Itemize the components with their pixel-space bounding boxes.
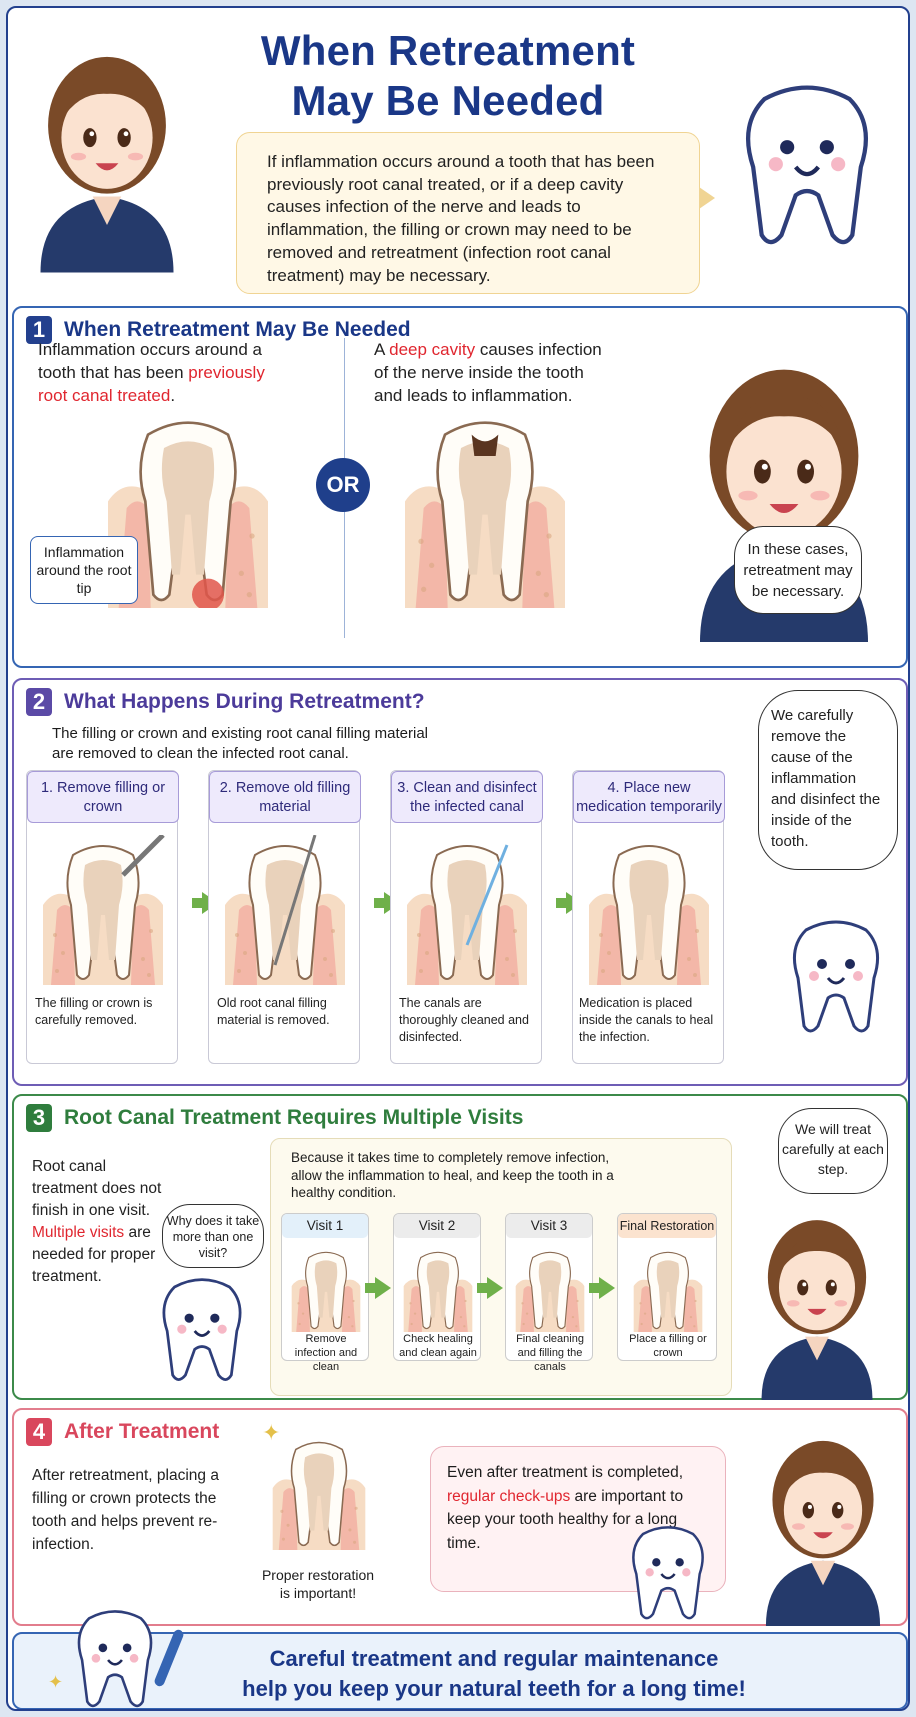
visit-title: Visit 2 <box>394 1214 480 1238</box>
tooth-cross-section-icon <box>630 1246 706 1332</box>
section1-left-text: Inflammation occurs around a tooth that … <box>38 340 265 405</box>
step-caption: The canals are thoroughly cleaned and di… <box>399 996 529 1044</box>
arrow-right-icon <box>589 1277 615 1299</box>
visit-card: Visit 1 Remove infection and clean <box>281 1213 369 1373</box>
section-title: Root Canal Treatment Requires Multiple V… <box>64 1106 524 1129</box>
visit-title: Visit 3 <box>506 1214 592 1238</box>
doctor-illustration <box>12 14 202 284</box>
tooth-cross-section-icon <box>400 1246 476 1332</box>
section-number: 4 <box>26 1418 52 1446</box>
tooth-mascot-icon <box>786 916 886 1040</box>
section-2: 2 What Happens During Retreatment? The f… <box>12 678 908 1086</box>
visit-title: Final Restoration <box>618 1214 716 1238</box>
or-badge: OR <box>316 458 370 512</box>
section2-subtitle: The filling or crown and existing root c… <box>52 725 429 762</box>
step-card: 1. Remove filling or crown The filling o… <box>26 770 179 1064</box>
step-title: 4. Place new medication temporarily <box>573 771 725 823</box>
speech-bubble: We will treat carefully at each step. <box>778 1108 888 1194</box>
visit-title: Visit 1 <box>282 1214 368 1238</box>
step-title: 1. Remove filling or crown <box>27 771 179 823</box>
tooth-cross-section-icon <box>581 835 717 985</box>
tooth-cross-section-icon <box>512 1246 588 1332</box>
visits-panel: Because it takes time to completely remo… <box>270 1138 732 1396</box>
tooth-cross-section-icon <box>288 1246 364 1332</box>
section-title: What Happens During Retreatment? <box>64 690 425 713</box>
tooth-mascot-icon <box>732 82 882 252</box>
step-caption: Medication is placed inside the canals t… <box>579 996 714 1044</box>
tooth-cross-section-icon <box>399 844 535 985</box>
visit-caption: Check healing and clean again <box>399 1333 477 1359</box>
tooth-mascot-icon <box>156 1276 248 1386</box>
section4-left-text: After retreatment, placing a filling or … <box>32 1467 219 1553</box>
arrow-right-icon <box>365 1277 391 1299</box>
page-title: When Retreatment May Be Needed <box>260 27 636 124</box>
step-caption: Old root canal filling material is remov… <box>217 996 330 1027</box>
tooth-mascot-icon <box>70 1608 160 1711</box>
visit-card: Visit 2 Check healing and clean again <box>393 1213 481 1361</box>
tooth-cross-section-icon <box>217 835 353 985</box>
visit-card: Visit 3 Final cleaning and filling the c… <box>505 1213 593 1373</box>
visit-caption: Place a filling or crown <box>629 1333 707 1359</box>
section-number: 2 <box>26 688 52 716</box>
section-1: 1 When Retreatment May Be Needed Inflamm… <box>12 306 908 668</box>
step-card: 2. Remove old filling material Old root … <box>208 770 361 1064</box>
step-card: 4. Place new medication temporarily Medi… <box>572 770 725 1064</box>
step-caption: The filling or crown is carefully remove… <box>35 996 153 1027</box>
section-number: 1 <box>26 316 52 344</box>
arrow-right-icon <box>477 1277 503 1299</box>
speech-bubble: We carefully remove the cause of the inf… <box>758 690 898 870</box>
footer-message: Careful treatment and regular maintenanc… <box>242 1646 746 1701</box>
speech-bubble: In these cases, retreatment may be neces… <box>734 526 862 614</box>
step-card: 3. Clean and disinfect the infected cana… <box>390 770 543 1064</box>
step-title: 3. Clean and disinfect the infected cana… <box>391 771 543 823</box>
tooth-caption: Proper restoration is important! <box>261 1567 375 1601</box>
section-4: 4 After Treatment After retreatment, pla… <box>12 1408 908 1626</box>
section1-right-text: A deep cavity causes infection of the ne… <box>374 340 602 405</box>
tooth-cross-section-icon <box>264 1434 374 1550</box>
doctor-illustration <box>738 1414 908 1626</box>
visit-caption: Remove infection and clean <box>294 1333 358 1373</box>
doctor-illustration <box>726 1194 908 1400</box>
footer-banner: ✦ Careful treatment and regular maintena… <box>12 1632 908 1709</box>
sparkle-icon: ✦ <box>48 1672 64 1692</box>
visit-caption: Final cleaning and filling the canals <box>516 1333 584 1373</box>
section-title: After Treatment <box>64 1420 220 1443</box>
section-title: When Retreatment May Be Needed <box>64 318 411 341</box>
question-bubble: Why does it take more than one visit? <box>162 1204 264 1268</box>
inflammation-label: Inflammation around the root tip <box>30 536 138 604</box>
visit-card: Final Restoration Place a filling or cro… <box>617 1213 717 1361</box>
sparkle-icon: ✦ <box>262 1420 281 1445</box>
visits-intro: Because it takes time to completely remo… <box>291 1150 614 1200</box>
step-title: 2. Remove old filling material <box>209 771 361 823</box>
tooth-cross-section-icon <box>35 835 165 985</box>
infographic-page: When Retreatment May Be Needed If inflam… <box>6 6 910 1711</box>
tooth-mascot-icon <box>620 1524 716 1624</box>
section-number: 3 <box>26 1104 52 1132</box>
section3-left-text: Root canal treatment does not finish in … <box>32 1158 162 1285</box>
tooth-cavity-icon <box>390 408 580 608</box>
tooth-cross-section-icon <box>98 408 278 608</box>
intro-callout: If inflammation occurs around a tooth th… <box>236 132 715 294</box>
